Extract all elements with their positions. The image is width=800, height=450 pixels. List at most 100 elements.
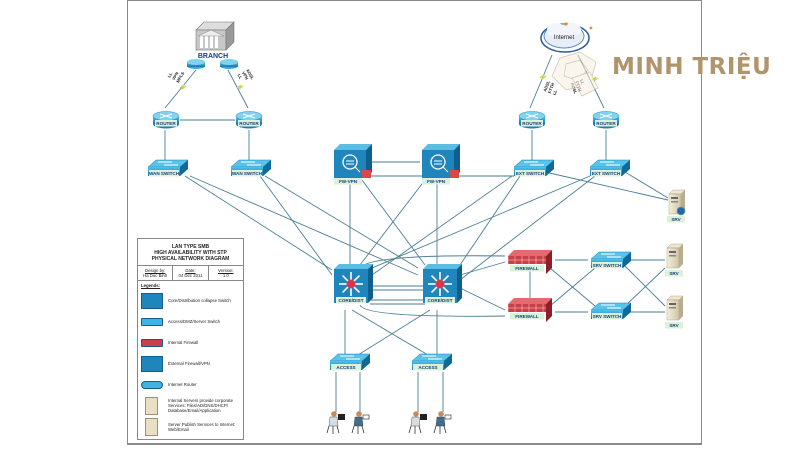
branch-label: BRANCH [198, 53, 228, 60]
brand-logo-icon [551, 51, 599, 97]
building-icon [195, 21, 235, 51]
switch-arrows-icon [600, 161, 620, 166]
legend-date: Date:04 Dec 2011 [173, 266, 209, 280]
device-label: EXT SWITCH [516, 171, 545, 176]
router-arrows-icon [159, 113, 173, 119]
wan-router[interactable]: ROUTER [152, 111, 180, 129]
user-laptop-icon [433, 411, 452, 434]
branch-router[interactable] [220, 59, 238, 69]
wan-switch[interactable]: WAN SWITCH [147, 159, 189, 177]
wan-link-markers [179, 74, 599, 90]
svg-text:LL: LL [552, 89, 559, 96]
vpn-magnifier-icon [430, 154, 446, 170]
svg-text:LL: LL [167, 71, 174, 78]
switch-arrows-icon [601, 253, 621, 258]
srv-switch[interactable]: SRV SWITCH [590, 302, 632, 320]
legend-version: Version:1.0 [209, 266, 243, 280]
device-label: CORE/DIST [427, 298, 452, 303]
ext-switch[interactable]: EXT SWITCH [513, 159, 555, 177]
device-label: ROUTER [239, 121, 259, 126]
brand-watermark: MINH TRIỆU [612, 54, 772, 80]
legend-title-line: PHYSICAL NETWORK DIAGRAM [151, 256, 230, 262]
fw-vpn-device[interactable]: FW-VPN [422, 144, 460, 185]
globe-icon [676, 206, 686, 216]
access-switch[interactable]: ACCESS [411, 353, 453, 371]
external-firewall-vpn-icon [141, 355, 163, 372]
legend-meta: Design by:Ha Duc Binh Date:04 Dec 2011 V… [138, 266, 243, 281]
legend-heading: Legends: [141, 283, 161, 288]
brick-pattern-icon [507, 256, 546, 264]
legend-box: LAN TYPE SMB HIGH AVAILABILITY WITH STP … [137, 238, 244, 440]
device-label: EXT SWITCH [592, 171, 621, 176]
legend-item-text: Internet Router [168, 382, 197, 387]
device-label: CORE/DIST [338, 298, 363, 303]
svg-text:VPN: VPN [171, 71, 180, 81]
branch-office[interactable]: BRANCH [187, 21, 238, 69]
internet-sparkle-icon [564, 22, 568, 26]
legend-item: Internet Router [138, 374, 243, 395]
date-label: Date: [185, 268, 196, 273]
public-server[interactable]: SRV [667, 189, 686, 223]
serial-link-icon [236, 84, 244, 90]
version-value: 1.0 [222, 273, 229, 278]
serial-link-icon [179, 84, 187, 90]
wan-router[interactable]: ROUTER [235, 111, 263, 129]
device-label: FIREWALL [515, 266, 539, 271]
router-icon [141, 380, 163, 389]
firewall[interactable]: FIREWALL [507, 250, 552, 274]
internal-server-icon [145, 396, 158, 415]
public-server-icon [145, 417, 158, 436]
internal-server[interactable]: SRV [665, 295, 684, 329]
device-label: WAN SWITCH [149, 171, 180, 176]
legend-item-text: Internal Firewall [168, 340, 199, 345]
ext-router[interactable]: ROUTER [592, 111, 620, 129]
device-label: SRV [671, 217, 681, 222]
legend-item: Access/DMZ/Server Switch [138, 311, 243, 332]
branch-router[interactable] [187, 59, 205, 69]
firewall[interactable]: FIREWALL [507, 298, 552, 322]
router-arrows-icon [525, 113, 539, 119]
svg-text:FTTH: FTTH [547, 82, 555, 94]
access-switch[interactable]: ACCESS [329, 353, 371, 371]
device-label: ROUTER [596, 121, 616, 126]
router-arrows-icon [599, 113, 613, 119]
core-dist-switch[interactable]: CORE/DIST [334, 264, 373, 304]
core-dist-switch[interactable]: CORE/DIST [423, 264, 462, 304]
internet-cloud[interactable]: Internet [540, 22, 593, 53]
srv-switch[interactable]: SRV SWITCH [590, 251, 632, 269]
switch-arrows-icon [158, 161, 178, 166]
access-switch-icon [141, 317, 163, 326]
wan-switch[interactable]: WAN SWITCH [230, 159, 272, 177]
serial-link-icon [539, 74, 547, 80]
legend-item-text: Access/DMZ/Server Switch [168, 319, 221, 324]
core-switch-icon [141, 292, 163, 309]
version-label: Version: [218, 268, 234, 273]
design-by-label: Design by: [145, 268, 166, 273]
user-workstation-icon [326, 411, 345, 434]
device-label: WAN SWITCH [232, 171, 263, 176]
internal-server[interactable]: SRV [665, 243, 684, 277]
device-label: FIREWALL [515, 314, 539, 319]
legend-title-line: LAN TYPE SMB [171, 244, 210, 250]
switch-arrows-icon [340, 355, 360, 360]
switch-arrows-icon [601, 304, 621, 309]
design-by-value: Ha Duc Binh [143, 273, 168, 278]
device-label: SRV [669, 271, 679, 276]
user-laptop-icon [351, 411, 370, 434]
user-workstation-icon [408, 411, 427, 434]
switch-arrows-icon [524, 161, 544, 166]
firewall-brick-icon [362, 170, 371, 178]
fw-vpn-device[interactable]: FW-VPN [334, 144, 372, 185]
ext-switch[interactable]: EXT SWITCH [589, 159, 631, 177]
legend-item: External Firewall/VPN [138, 353, 243, 374]
svg-text:MPLS: MPLS [175, 71, 185, 84]
device-label: SRV [669, 323, 679, 328]
device-label: ACCESS [418, 365, 437, 370]
ext-router[interactable]: ROUTER [518, 111, 546, 129]
device-label: SRV SWITCH [593, 263, 622, 268]
legend-item: Internal Servers provide corporate Servi… [138, 395, 243, 416]
device-label: FW-VPN [427, 179, 446, 184]
brick-pattern-icon [507, 304, 546, 312]
